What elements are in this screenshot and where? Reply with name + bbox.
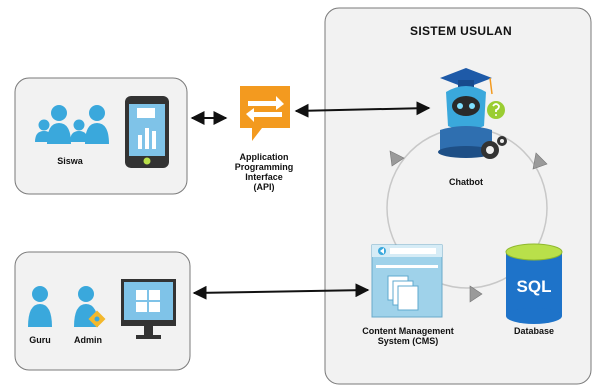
cms-label-line1: Content Management [362,326,454,336]
students-label: Siswa [57,156,83,166]
arrow-api-chatbot [294,101,431,118]
cycle-arrow-left [389,150,405,167]
system-title: SISTEM USULAN [410,24,512,38]
api-label-line1: Application [239,152,289,162]
api-exchange-icon [240,86,290,141]
desktop-monitor-icon [121,279,176,339]
cycle-arrow-bottom [469,285,483,303]
guru-label: Guru [29,335,51,345]
students-people-icon [35,105,109,144]
api-label-line2: Programming [234,162,294,172]
api-label-line4: (API) [253,182,275,192]
cms-label: Content Management System (CMS) [354,326,462,346]
database-label: Database [513,326,555,336]
cms-label-line2: System (CMS) [377,336,439,346]
smartphone-icon [125,96,169,168]
cms-window-icon [371,244,443,318]
api-label: Application Programming Interface (API) [228,152,300,192]
arrow-staff-cms [192,283,370,300]
api-label-line3: Interface [245,172,283,182]
sql-icon-text: SQL [516,277,552,296]
admin-label: Admin [74,335,102,345]
chatbot-robot-icon [438,68,507,159]
cycle-arrow-right [532,152,548,170]
admin-person-icon [74,286,106,328]
sql-database-icon [505,243,563,324]
teacher-person-icon [28,286,52,327]
chatbot-label: Chatbot [449,177,483,187]
